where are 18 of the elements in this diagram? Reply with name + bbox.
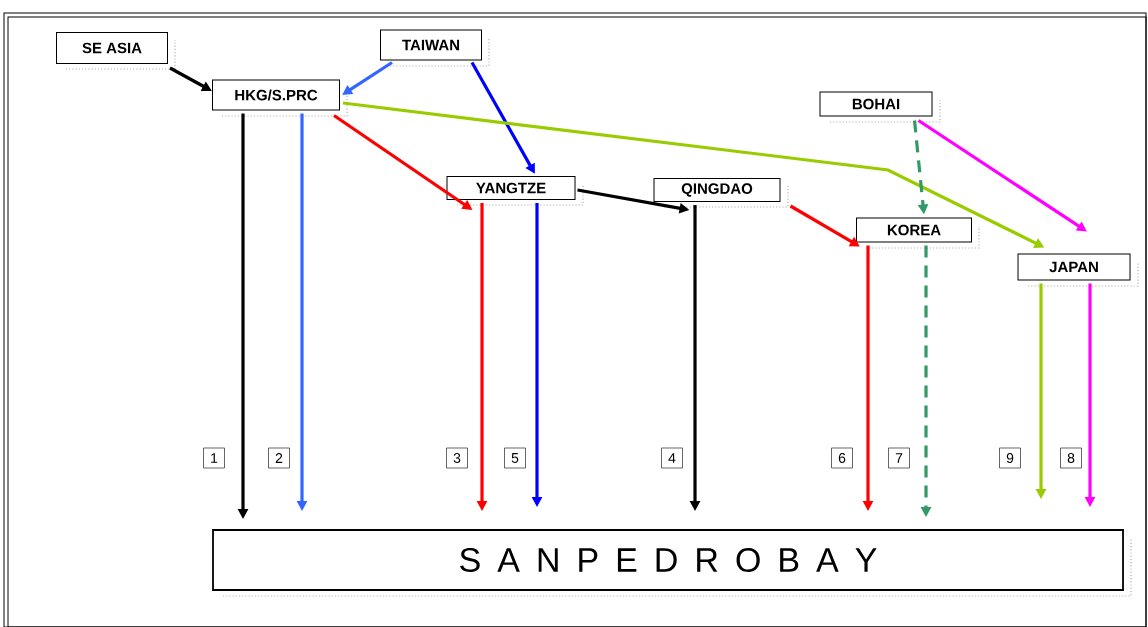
place-box: QINGDAO (653, 178, 781, 202)
place-box: SE ASIA (56, 32, 168, 64)
place-box: BOHAI (819, 91, 933, 117)
callout-number: 7 (888, 447, 910, 469)
place-box: YANGTZE (446, 176, 576, 200)
place-box: KOREA (856, 217, 972, 243)
place-box: JAPAN (1017, 253, 1131, 281)
callout-number: 4 (661, 447, 683, 469)
destination-box: S A N P E D R O B A Y (212, 529, 1124, 591)
place-box: TAIWAN (380, 29, 482, 61)
callout-number: 5 (504, 447, 526, 469)
callout-number: 3 (446, 447, 468, 469)
place-box: HKG/S.PRC (212, 79, 340, 111)
callout-number: 1 (203, 447, 225, 469)
callout-number: 9 (999, 447, 1021, 469)
callout-number: 8 (1060, 447, 1082, 469)
callout-number: 2 (268, 447, 290, 469)
callout-number: 6 (831, 447, 853, 469)
